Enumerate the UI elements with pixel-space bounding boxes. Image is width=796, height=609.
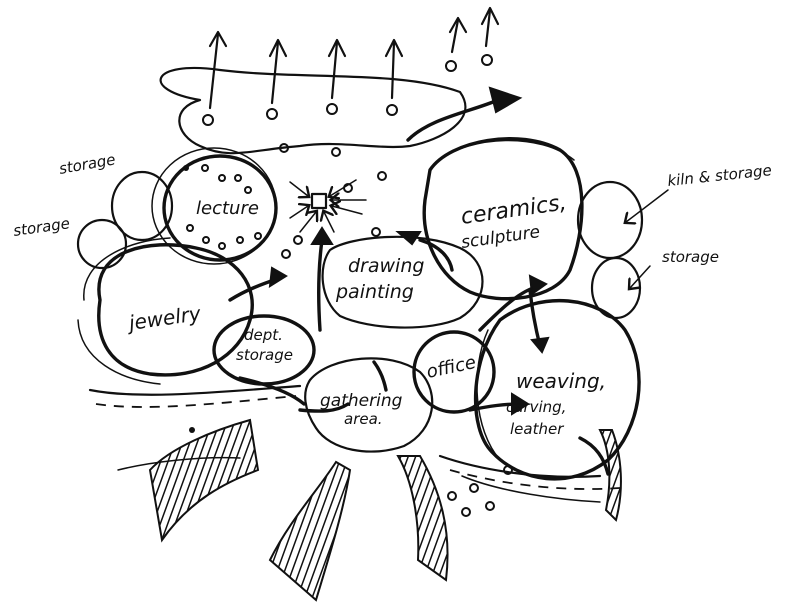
central-podium bbox=[280, 144, 386, 258]
top-circulation-arrows bbox=[210, 8, 498, 108]
top-audience-circles bbox=[203, 55, 492, 125]
jewelry-label: jewelry bbox=[124, 301, 203, 335]
ceramics-label-line1: ceramics, bbox=[459, 190, 568, 230]
weaving-label-line3: leather bbox=[510, 420, 564, 438]
top-entry-bubble bbox=[161, 68, 466, 153]
gathering-label-line1: gathering bbox=[320, 391, 403, 411]
entry-wedge-right bbox=[600, 430, 621, 520]
drawing-label-line1: drawing bbox=[348, 255, 424, 277]
top-right-exit-arrow bbox=[408, 100, 498, 140]
dept-storage-label-line2: storage bbox=[236, 346, 293, 364]
storage-right-label: storage bbox=[662, 248, 719, 266]
entry-wedge-left bbox=[150, 420, 258, 540]
weaving-label-line2: carving, bbox=[506, 398, 566, 416]
storage-left-label: storage bbox=[12, 214, 71, 240]
weaving-label-line1: weaving, bbox=[516, 369, 606, 393]
kiln-storage-bubble bbox=[578, 182, 642, 258]
gathering-label-line2: area. bbox=[344, 410, 383, 428]
office-label: office bbox=[425, 352, 478, 383]
entry-wedge-center-right bbox=[398, 456, 448, 580]
kiln-storage-label: kiln & storage bbox=[667, 161, 773, 190]
storage-top-left-label: storage bbox=[58, 150, 117, 178]
right-circulation-arc bbox=[440, 456, 600, 477]
lecture-label: lecture bbox=[196, 198, 259, 219]
entry-wedge-center-left bbox=[270, 462, 350, 600]
dept-storage-label-line1: dept. bbox=[244, 326, 283, 344]
drawing-label-line2: painting bbox=[335, 281, 414, 303]
